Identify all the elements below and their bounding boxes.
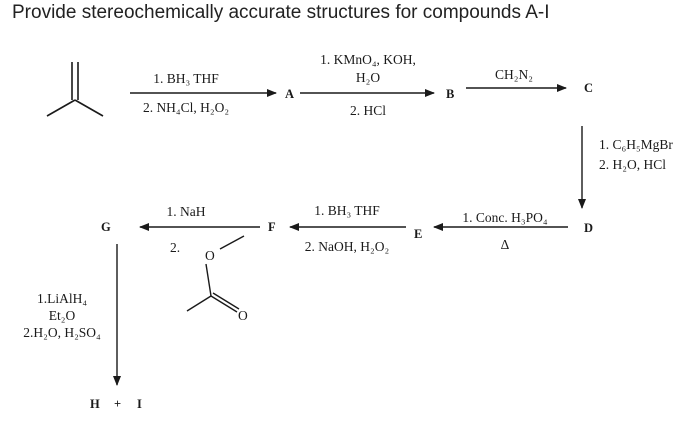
step5-reagent-2: Δ — [500, 237, 510, 252]
compound-label-i: I — [137, 397, 142, 411]
step2-reagent-2: 2. HCl — [349, 103, 387, 118]
compound-label-c: C — [584, 81, 594, 95]
compound-label-g: G — [101, 220, 111, 234]
page-title: Provide stereochemically accurate struct… — [12, 2, 550, 23]
step7-reagent-2: 2. — [170, 240, 181, 255]
isobutylene-skeletal-structure — [46, 62, 104, 117]
compound-label-a: A — [285, 87, 295, 101]
step7-reagent-1: 1. NaH — [166, 204, 206, 219]
ester-reagent-structure — [186, 235, 245, 313]
step4-reagent-2: 2. H₂O, HCl — [599, 157, 666, 172]
step8-reagent-1: 1.LiAlH₄ — [36, 291, 88, 306]
step1-reagent-2: 2. NH₄Cl, H₂O₂ — [142, 100, 230, 115]
step2-reagent-1b: H₂O — [355, 70, 381, 85]
compound-label-f: F — [268, 220, 276, 234]
step2-reagent-1: 1. KMnO₄, KOH, — [320, 52, 416, 67]
compound-label-h: H — [90, 397, 100, 411]
step8-reagent-2: Et₂O — [48, 308, 76, 323]
compound-label-b: B — [446, 87, 455, 101]
step1-reagent-1: 1. BH₃ THF — [153, 71, 219, 86]
compound-label-e: E — [414, 227, 423, 241]
step3-reagent-1: CH₂N₂ — [495, 67, 533, 82]
plus-sign: + — [114, 397, 122, 411]
step6-reagent-2: 2. NaOH, H₂O₂ — [304, 239, 390, 254]
step4-reagent-1: 1. C₆H₅MgBr — [599, 137, 673, 152]
reagent-carbonyl-oxygen: O — [238, 308, 248, 323]
step6-reagent-1: 1. BH₃ THF — [314, 203, 380, 218]
reagent-ether-oxygen: O — [205, 248, 215, 263]
step8-reagent-3: 2.H₂O, H₂SO₄ — [23, 325, 101, 340]
step5-reagent-1: 1. Conc. H₃PO₄ — [462, 210, 548, 225]
compound-label-d: D — [584, 221, 594, 235]
